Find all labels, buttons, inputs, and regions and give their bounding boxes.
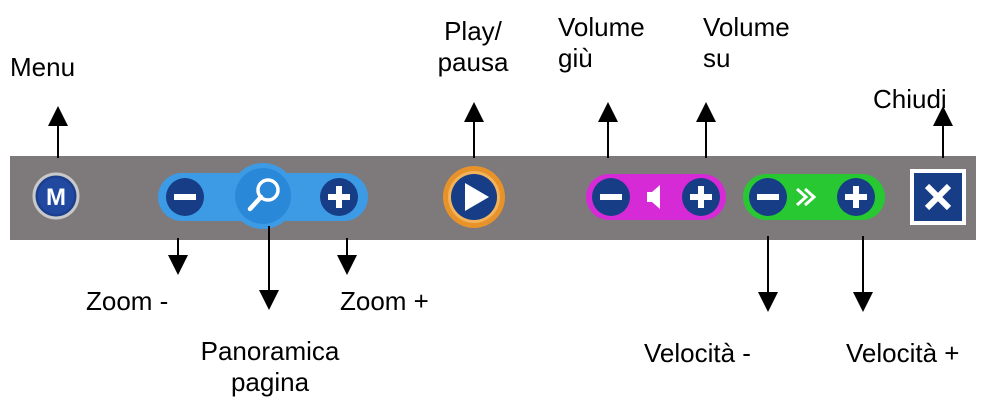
- close-button[interactable]: [910, 169, 966, 225]
- pan-page-button[interactable]: [230, 163, 296, 229]
- speaker-icon: [647, 185, 660, 209]
- label-volume-down: Volume giù: [558, 12, 645, 74]
- plus-icon: [690, 186, 712, 208]
- play-pause-button[interactable]: [443, 166, 505, 228]
- label-pan-page-line2: pagina: [230, 367, 310, 397]
- label-zoom-in: Zoom +: [340, 286, 429, 316]
- label-volume-up-line1: Volume: [703, 12, 790, 42]
- plus-icon: [845, 186, 867, 208]
- label-pan-page-line1: Panoramica: [200, 336, 340, 366]
- minus-icon: [600, 194, 622, 200]
- label-volume-down-line1: Volume: [558, 12, 645, 42]
- volume-up-button[interactable]: [682, 178, 720, 216]
- speed-group: [743, 174, 885, 220]
- minus-icon: [174, 194, 196, 200]
- label-play-pause: Play/ pausa: [418, 16, 528, 78]
- zoom-group: [158, 163, 368, 229]
- minus-icon: [757, 194, 779, 200]
- speed-up-button[interactable]: [837, 178, 875, 216]
- play-icon: [465, 183, 489, 211]
- label-play-pause-line1: Play/: [444, 16, 502, 46]
- arrows-down: [168, 226, 873, 312]
- label-volume-up-line2: su: [703, 43, 731, 73]
- plus-icon: [328, 186, 350, 208]
- speed-down-button[interactable]: [749, 178, 787, 216]
- volume-down-button[interactable]: [592, 178, 630, 216]
- close-icon: [924, 183, 952, 211]
- label-close: Chiudi: [873, 84, 947, 114]
- label-menu: Menu: [10, 52, 76, 82]
- label-volume-down-line2: giù: [558, 43, 593, 73]
- label-volume-up: Volume su: [703, 12, 790, 74]
- label-play-pause-line2: pausa: [437, 47, 509, 77]
- label-zoom-out: Zoom -: [86, 286, 169, 316]
- label-pan-page: Panoramica pagina: [174, 336, 366, 398]
- label-speed-down: Velocità -: [644, 338, 751, 368]
- menu-icon: M: [46, 184, 66, 211]
- magnifier-icon: [247, 178, 280, 212]
- zoom-in-button[interactable]: [320, 178, 358, 216]
- zoom-out-button[interactable]: [166, 178, 204, 216]
- volume-group: [586, 174, 726, 220]
- fast-forward-icon: [796, 187, 817, 207]
- label-speed-up: Velocità +: [846, 338, 960, 368]
- menu-button[interactable]: M: [32, 172, 80, 220]
- arrows-up: [48, 102, 953, 158]
